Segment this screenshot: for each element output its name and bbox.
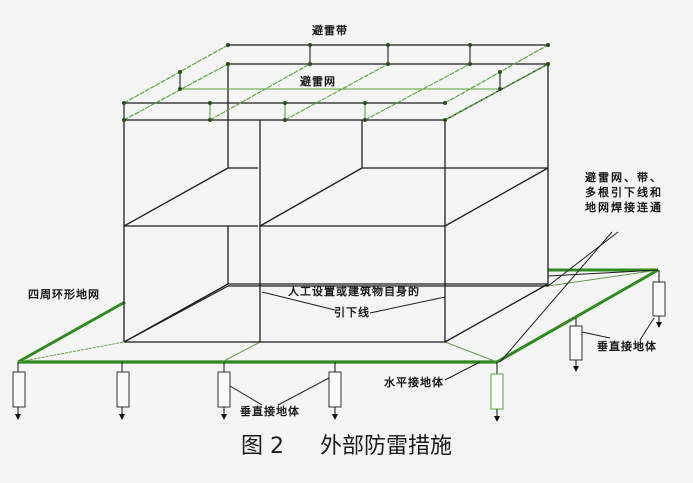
roof-lightning-net: [122, 43, 550, 122]
ground-arrow-icon: [119, 414, 125, 420]
label-lightning-belt: 避雷带: [312, 24, 348, 37]
vertical-electrodes: [12, 270, 666, 422]
electrode-3: [217, 362, 231, 420]
figure-number: 图 2: [240, 434, 284, 459]
leader-lines: [229, 231, 655, 406]
electrode-6: [569, 318, 583, 372]
figure-caption: 图 2 外部防雷措施: [0, 428, 693, 460]
ring-ground-network: [17, 268, 659, 364]
ground-arrow-icon: [656, 322, 662, 328]
figure-title: 外部防雷措施: [319, 434, 452, 459]
ground-arrow-icon: [573, 366, 579, 372]
label-horizontal-electrode: 水平接地体: [384, 376, 444, 389]
ground-arrow-icon: [494, 416, 500, 422]
electrode-5: [490, 362, 504, 422]
label-vertical-electrode-right: 垂直接地体: [597, 340, 657, 353]
label-vertical-electrode-front: 垂直接地体: [240, 405, 300, 418]
electrode-4: [328, 362, 342, 420]
ground-arrow-icon: [221, 414, 227, 420]
label-down-conductor-line1: 人工设置或建筑物自身的: [288, 285, 420, 298]
label-lightning-net: 避雷网: [300, 75, 336, 88]
ground-arrow-icon: [15, 414, 21, 420]
electrode-1: [12, 362, 26, 420]
ground-arrow-icon: [332, 414, 338, 420]
label-ring-ground-net: 四周环形地网: [28, 288, 100, 301]
label-connection-note: 避雷网、带、多根引下线和地网焊接连通: [585, 171, 663, 214]
electrode-7: [652, 270, 666, 328]
building-frame: [123, 63, 549, 343]
electrode-2: [116, 362, 130, 420]
label-down-conductor-line2: 引下线: [334, 306, 370, 319]
